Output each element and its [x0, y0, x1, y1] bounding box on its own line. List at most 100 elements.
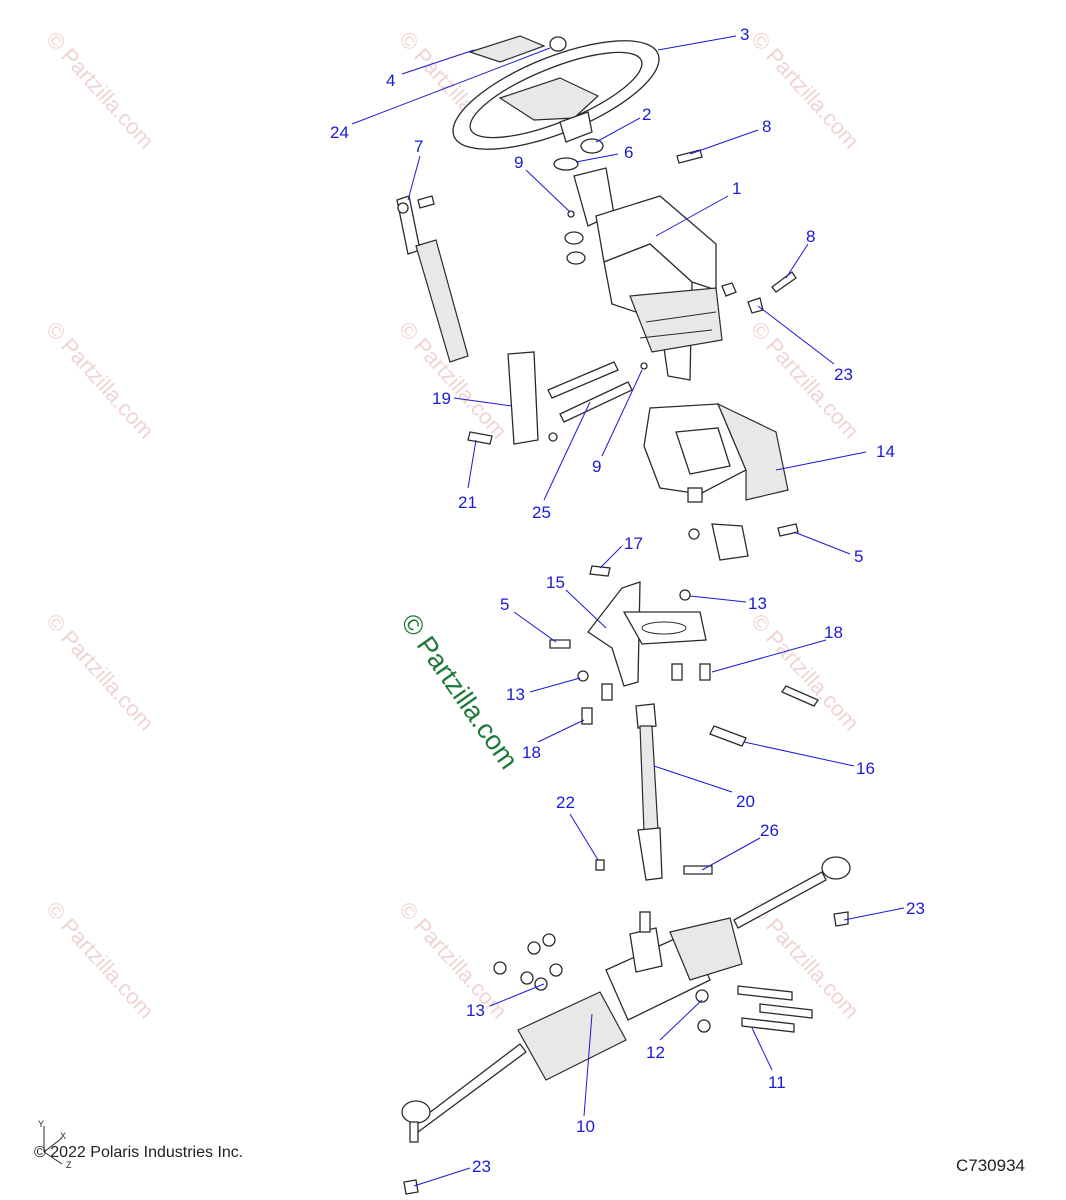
leader-5-right: [793, 531, 851, 555]
leader-8-right: [785, 243, 809, 279]
leader-2: [595, 117, 641, 143]
callout-9-upper: 9: [514, 153, 523, 172]
callout-13-lower: 13: [466, 1001, 485, 1020]
leader-8-upper: [689, 129, 759, 155]
tie-rod-stud-left: [409, 1121, 419, 1143]
gas-strut: [396, 195, 469, 363]
axis-triad-icon: [43, 1126, 63, 1165]
leader-22: [569, 813, 599, 861]
small-bolt-9: [640, 362, 648, 370]
watermark-layer: © Partzilla.com © Partzilla.com © Partzi…: [41, 27, 864, 1024]
leader-23-right: [843, 907, 905, 921]
callout-16: 16: [856, 759, 875, 778]
callout-12: 12: [646, 1043, 665, 1062]
leader-23-upper: [757, 305, 835, 365]
bolt-21: [467, 431, 493, 445]
leader-6: [575, 153, 619, 163]
nut-13: [493, 961, 507, 975]
leader-24: [351, 47, 551, 125]
bolt-25: [547, 361, 619, 399]
leader-23-lower: [413, 1167, 471, 1187]
axis-x-label: X: [60, 1131, 67, 1141]
bolt-12: [695, 989, 709, 1003]
leader-3: [657, 35, 737, 51]
tie-rod-end-left: [401, 1100, 431, 1124]
u-joint-19: [507, 351, 539, 445]
callout-8-upper: 8: [762, 117, 771, 136]
bolt-11: [741, 1017, 795, 1033]
leader-lines: [351, 35, 905, 1187]
tie-rod-end-right: [821, 856, 851, 880]
leader-15: [565, 589, 607, 629]
leader-1: [655, 195, 729, 237]
center-watermark: © Partzilla.com: [395, 608, 524, 774]
mount-bracket-15: [587, 581, 707, 687]
nut-23: [747, 297, 764, 314]
callout-5-left: 5: [500, 595, 509, 614]
callout-23-right: 23: [906, 899, 925, 918]
nut-2: [580, 138, 604, 154]
nut-13: [534, 977, 548, 991]
bolt-16: [781, 685, 819, 707]
leader-13-upper: [689, 595, 747, 603]
leader-21: [467, 439, 477, 489]
nut-13: [527, 941, 541, 955]
washer: [688, 528, 700, 540]
leader-20: [653, 765, 733, 793]
callout-26: 26: [760, 821, 779, 840]
bushing: [566, 251, 586, 265]
bolt-11: [737, 985, 793, 1001]
leader-5-left: [513, 611, 557, 643]
wheel-center-cap: [468, 35, 546, 63]
leader-9-upper: [525, 169, 571, 213]
parts-layer: [396, 35, 851, 1195]
callout-5-right: 5: [854, 547, 863, 566]
bolt-17: [589, 565, 611, 577]
drawing-number: C730934: [956, 1156, 1026, 1175]
callout-6: 6: [624, 143, 633, 162]
cap-22: [595, 859, 605, 871]
callout-8-right: 8: [806, 227, 815, 246]
callout-20: 20: [736, 792, 755, 811]
nut-13: [549, 963, 563, 977]
callout-15: 15: [546, 573, 565, 592]
flange-bolt-18: [671, 663, 683, 681]
wheel-button: [549, 36, 567, 52]
nut-23: [721, 282, 737, 297]
leader-13-lower: [489, 983, 545, 1007]
bolt-8-upper: [676, 149, 703, 164]
leader-26: [701, 837, 761, 871]
steering-gearbox: [643, 402, 789, 503]
watermark: © Partzilla.com: [41, 317, 159, 444]
flange-bolt-18: [699, 663, 711, 681]
callout-19: 19: [432, 389, 451, 408]
washer-6: [553, 157, 579, 171]
callout-23-lower: 23: [472, 1157, 491, 1176]
callout-18-right: 18: [824, 623, 843, 642]
leader-7: [407, 155, 421, 201]
bolt-11: [759, 1003, 813, 1019]
nut-13: [542, 933, 556, 947]
leader-12: [659, 999, 703, 1041]
callout-4: 4: [386, 71, 395, 90]
callout-21: 21: [458, 493, 477, 512]
bolt-8-right: [771, 271, 797, 293]
nut-13: [520, 971, 534, 985]
leader-18-right: [711, 639, 827, 673]
leader-17: [599, 545, 623, 569]
nut-13: [679, 589, 691, 601]
callout-14: 14: [876, 442, 895, 461]
watermark: © Partzilla.com: [41, 897, 159, 1024]
steering-rack: [411, 871, 827, 1133]
leader-11: [751, 1027, 773, 1071]
callout-7: 7: [414, 137, 423, 156]
flange-bolt-18: [601, 683, 613, 701]
watermark: © Partzilla.com: [746, 609, 864, 736]
bolt-5-right: [777, 523, 799, 537]
leader-14: [775, 451, 867, 471]
callout-13-middle: 13: [506, 685, 525, 704]
axis-y-label: Y: [38, 1119, 45, 1129]
callout-18-left: 18: [522, 743, 541, 762]
callout-1: 1: [732, 179, 741, 198]
